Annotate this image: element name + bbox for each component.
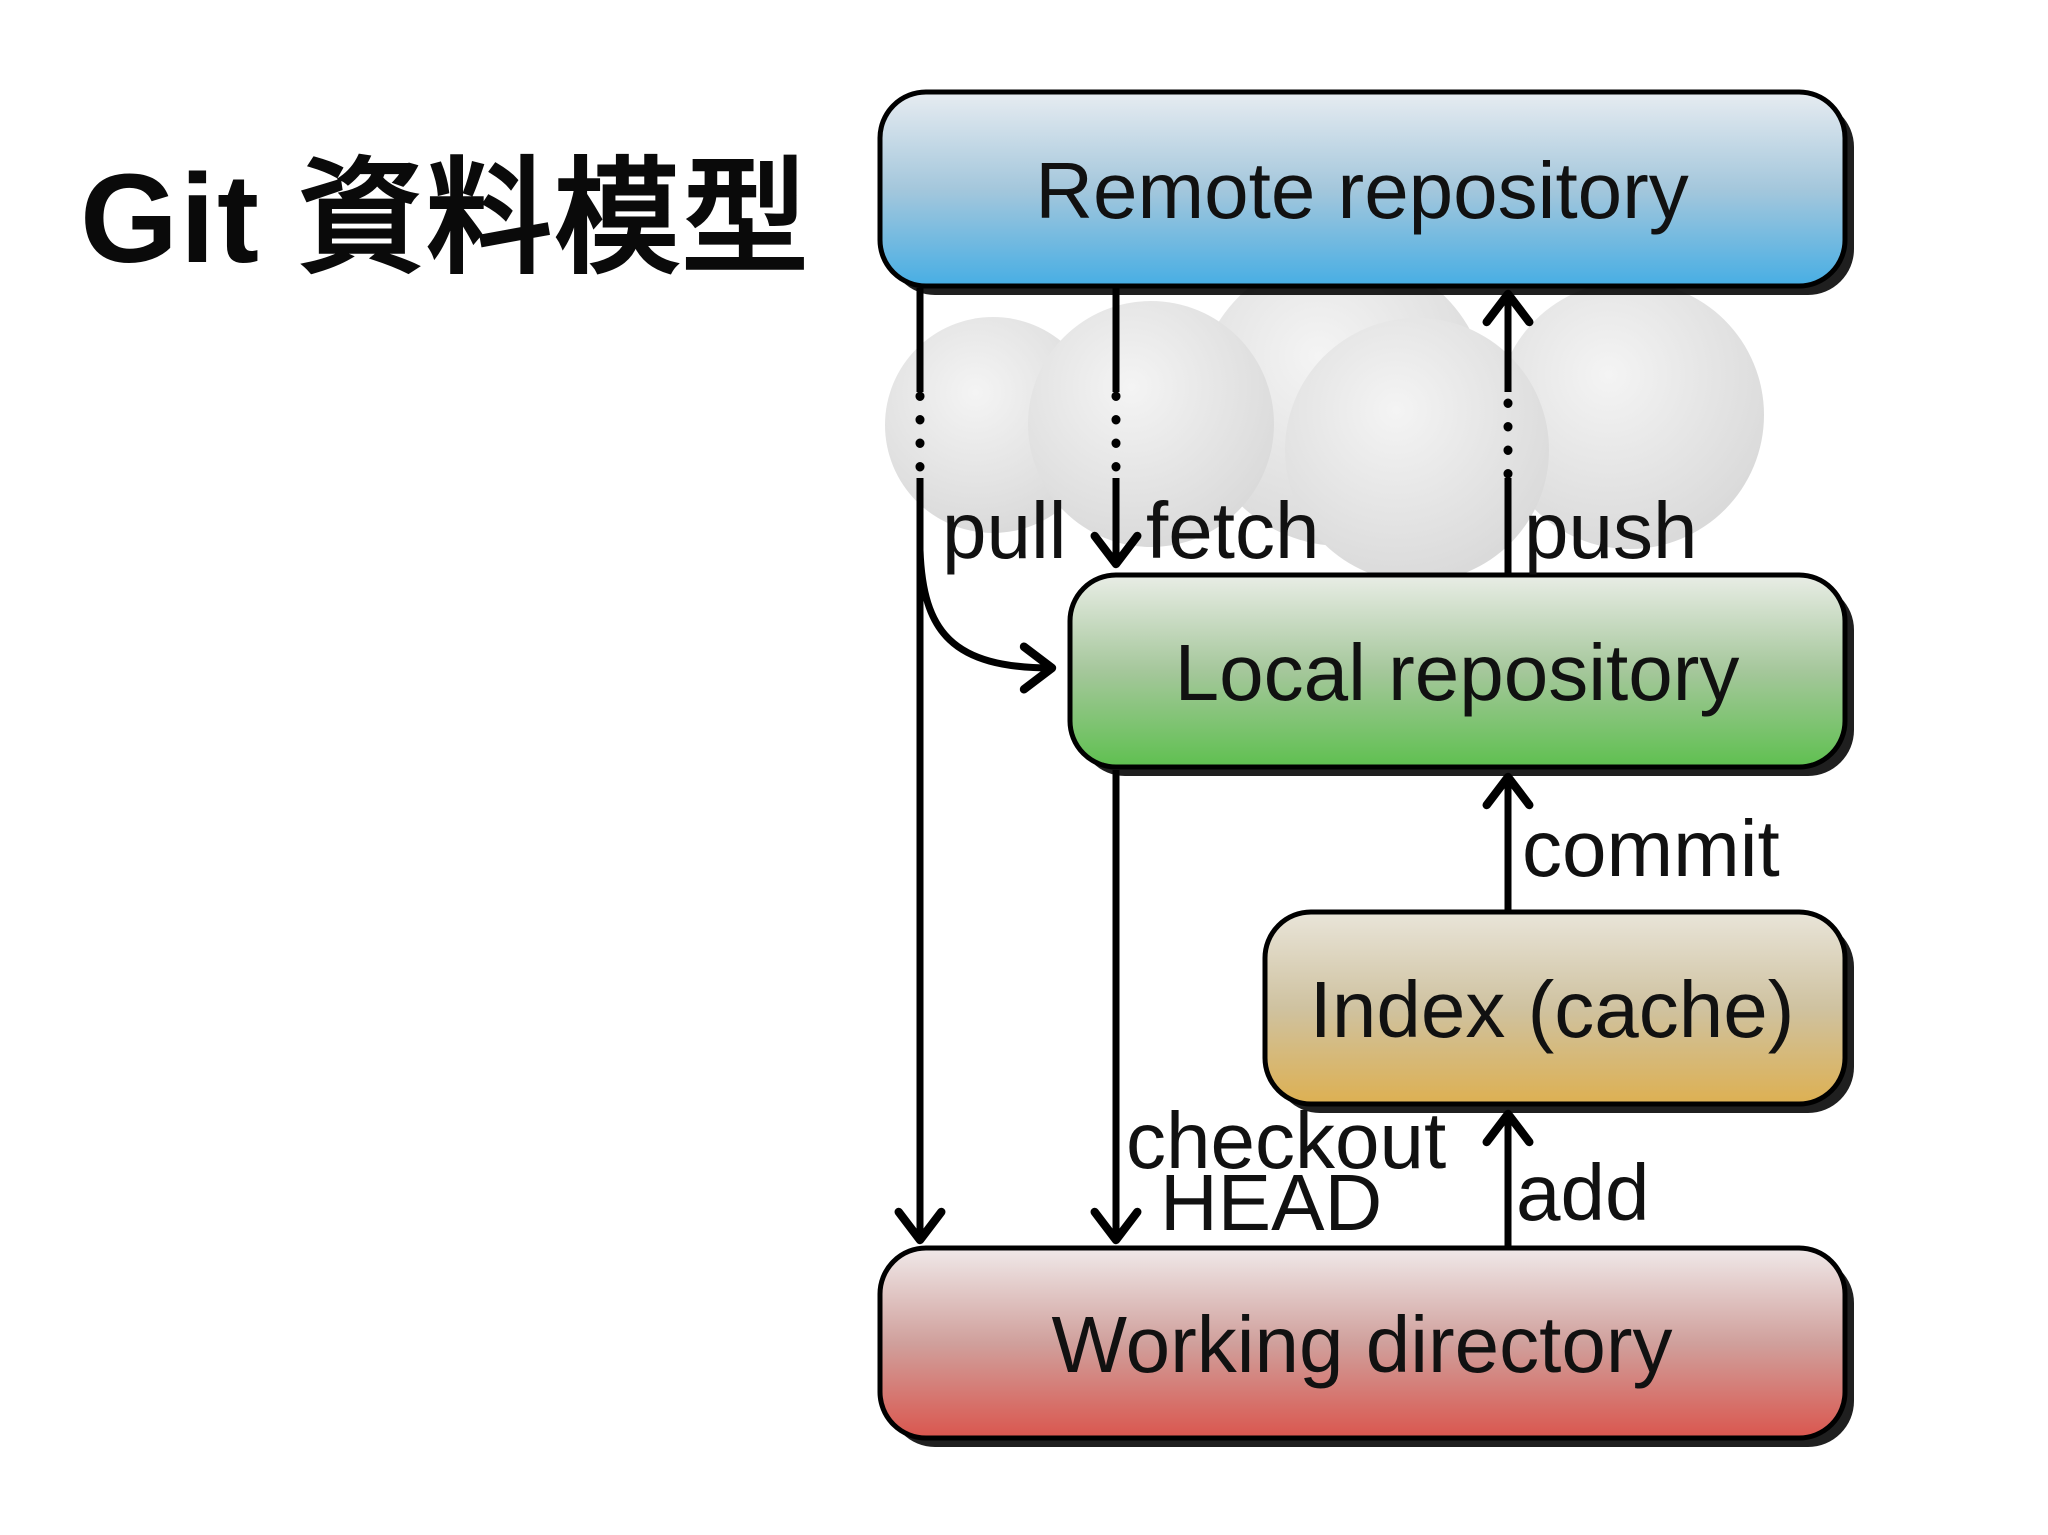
node-local-repository: Local repository xyxy=(1067,572,1854,776)
page-title: Git 資料模型 xyxy=(80,148,810,289)
edge-checkout-head: checkout HEAD xyxy=(1090,770,1446,1247)
edge-add: add xyxy=(1482,1109,1649,1246)
network-cloud xyxy=(885,254,1764,582)
edge-commit: commit xyxy=(1482,772,1780,910)
node-working-directory: Working directory xyxy=(877,1245,1854,1447)
edge-pull-branch-arrow xyxy=(916,549,1057,694)
cloud-puff xyxy=(1496,281,1764,549)
edge-label-pull: pull xyxy=(942,486,1067,575)
edge-push: push xyxy=(1482,289,1697,575)
node-label-working: Working directory xyxy=(1052,1300,1673,1389)
edge-label-fetch: fetch xyxy=(1146,486,1319,575)
edge-fetch: fetch xyxy=(1090,288,1319,575)
node-remote-repository: Remote repository xyxy=(877,89,1854,295)
node-label-index: Index (cache) xyxy=(1310,965,1795,1054)
edge-label-head: HEAD xyxy=(1160,1158,1382,1247)
edge-label-checkout: checkout xyxy=(1126,1096,1446,1185)
cloud-puff xyxy=(1028,301,1274,547)
edge-label-commit: commit xyxy=(1522,804,1780,893)
edge-label-add: add xyxy=(1516,1148,1649,1237)
edge-pull: pull xyxy=(894,288,1067,1245)
node-index-cache: Index (cache) xyxy=(1262,909,1854,1113)
edge-label-push: push xyxy=(1524,486,1697,575)
node-box xyxy=(1262,909,1848,1107)
node-box xyxy=(877,1245,1848,1441)
node-label-remote: Remote repository xyxy=(1035,146,1689,235)
cloud-puff xyxy=(1285,318,1549,582)
node-box xyxy=(1067,572,1848,770)
node-label-local: Local repository xyxy=(1175,628,1740,717)
node-box xyxy=(877,89,1848,289)
